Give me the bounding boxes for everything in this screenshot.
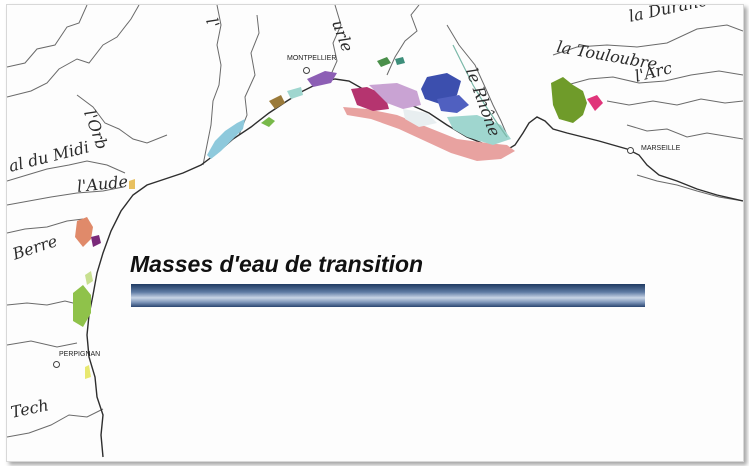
bages-purple [91,235,101,247]
lagoon-teal-top [395,57,405,65]
river-line [7,408,104,438]
canet-yellow [85,365,91,379]
river-line [7,300,82,306]
river-line [626,124,743,140]
city-label-montpellier: MONTPELLIER [287,55,337,62]
bages-orange [75,217,93,247]
city-marker-perpignan [53,361,60,368]
lagoon-purple [307,71,337,87]
river-line [202,5,222,166]
berre-pink [587,95,603,111]
river-line [446,24,508,136]
river-line [386,5,420,76]
lagoon-green-top [377,57,391,67]
city-marker-montpellier [303,67,310,74]
camargue-white-patches [403,109,437,127]
river-line [328,5,342,80]
river-line [636,174,743,202]
coastline [86,78,743,458]
city-label-perpignan: PERPIGNAN [59,351,101,358]
river-line [552,24,743,56]
map-canvas [7,5,743,458]
aude-yellow [129,179,135,189]
berre-lagoon [551,77,587,123]
lagoon-green-small [261,117,275,127]
leucate-light [85,271,93,285]
map-title: Masses d'eau de transition [130,251,424,277]
river-line [238,14,260,136]
river-line [7,160,126,182]
lagoon-teal-small [287,87,303,99]
river-line [7,186,124,206]
river-network [7,5,743,438]
camargue-pink [343,107,515,161]
river-line [76,94,168,144]
transition-water-bodies [73,57,603,379]
river-line [566,70,743,86]
camargue-lilac [369,83,421,109]
lagoon-thau [207,119,245,159]
city-label-marseille: MARSEILLE [641,145,681,152]
leucate-green [73,285,91,327]
map-frame: la Durance la Touloubre l'Arc le Rhône l… [6,4,744,462]
camargue-teal [447,115,511,145]
title-underline-bar [131,284,645,307]
river-line [7,5,140,98]
rhone-river [452,44,508,138]
river-line [606,98,743,106]
city-marker-marseille [627,147,634,154]
river-line [7,5,88,68]
lagoon-brown [269,95,285,109]
river-line [7,218,84,234]
river-line [7,340,78,348]
camargue-navy-2 [437,95,469,113]
